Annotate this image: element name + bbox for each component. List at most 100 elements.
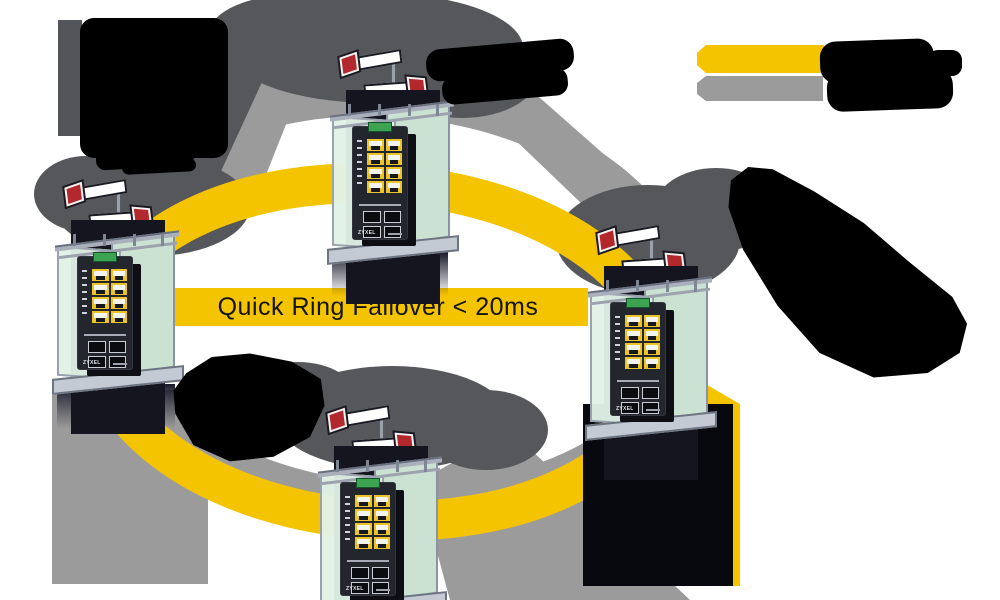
sfp-slot-block	[88, 341, 126, 368]
rail-post	[336, 459, 339, 473]
protective-enclosure: ZYXEL	[585, 266, 717, 480]
rj45-port	[385, 181, 402, 193]
rail-post	[348, 103, 351, 117]
sfp-slot	[621, 387, 639, 399]
rj45-port	[92, 283, 109, 295]
rj45-port	[625, 329, 642, 341]
rj45-port	[625, 357, 642, 369]
rail-post	[408, 103, 411, 117]
sfp-slot	[641, 402, 659, 414]
switch-unit-right: ZYXEL	[585, 222, 717, 480]
camera-lens	[327, 407, 348, 433]
brand-label: ZYXEL	[83, 360, 101, 366]
rj45-port	[625, 343, 642, 355]
rail-post	[366, 459, 369, 473]
rj45-port	[110, 297, 127, 309]
sfp-slot-block	[351, 567, 389, 594]
rj45-port	[355, 537, 372, 549]
rj45-port	[385, 153, 402, 165]
sfp-slot-block	[621, 387, 659, 414]
rj45-port-block	[355, 495, 390, 549]
rj45-port	[373, 523, 390, 535]
led-column	[345, 496, 350, 545]
sfp-slot	[363, 226, 381, 238]
rj45-port	[92, 297, 109, 309]
model-label-smudge	[388, 232, 402, 235]
rj45-port	[373, 495, 390, 507]
sfp-slot	[351, 567, 369, 579]
rj45-port	[355, 509, 372, 521]
industrial-switch: ZYXEL	[352, 122, 408, 240]
sfp-slot-block	[363, 211, 401, 238]
rail-post	[133, 233, 136, 247]
rj45-port	[355, 495, 372, 507]
rail-post	[424, 459, 427, 473]
rj45-port-block	[92, 269, 127, 323]
sfp-slot	[108, 356, 126, 368]
model-label-smudge	[646, 408, 660, 411]
rj45-port	[367, 167, 384, 179]
label-strip	[359, 204, 401, 206]
camera-lens	[597, 227, 618, 253]
terminal-block	[626, 298, 650, 308]
sfp-slot	[641, 387, 659, 399]
terminal-block	[356, 478, 380, 488]
rj45-port	[110, 311, 127, 323]
rail-post	[73, 233, 76, 247]
rail-post	[606, 279, 609, 293]
rail-post	[161, 233, 164, 247]
label-strip	[617, 380, 659, 382]
brand-label: ZYXEL	[346, 586, 364, 592]
camera-pair	[64, 176, 173, 244]
camera-pair	[597, 222, 706, 290]
rj45-port	[367, 181, 384, 193]
sfp-slot	[371, 567, 389, 579]
rj45-port-block	[625, 315, 660, 369]
rj45-port	[643, 343, 660, 355]
sfp-slot	[363, 211, 381, 223]
protective-enclosure: ZYXEL	[327, 90, 459, 304]
label-strip	[84, 334, 126, 336]
sfp-slot	[621, 402, 639, 414]
rj45-port	[367, 153, 384, 165]
protective-enclosure: ZYXEL	[315, 446, 447, 600]
protective-enclosure: ZYXEL	[52, 220, 184, 434]
industrial-switch: ZYXEL	[77, 252, 133, 370]
terminal-block	[93, 252, 117, 262]
rail-post	[636, 279, 639, 293]
rj45-port	[373, 509, 390, 521]
illegible-legend-label-1	[928, 50, 962, 76]
brand-label: ZYXEL	[358, 230, 376, 236]
rj45-port	[385, 139, 402, 151]
dark-link-column	[58, 20, 82, 136]
legend-gray-line	[697, 76, 823, 101]
industrial-switch: ZYXEL	[610, 298, 666, 416]
sfp-slot	[108, 341, 126, 353]
rj45-port	[92, 311, 109, 323]
sfp-slot	[88, 356, 106, 368]
rj45-port	[367, 139, 384, 151]
label-strip	[347, 560, 389, 562]
rj45-port	[110, 283, 127, 295]
rj45-port	[373, 537, 390, 549]
switch-unit-top: ZYXEL	[327, 46, 459, 304]
led-column	[82, 270, 87, 319]
camera-lens	[64, 181, 85, 207]
rj45-port	[625, 315, 642, 327]
sfp-slot	[383, 211, 401, 223]
led-column	[357, 140, 362, 189]
rj45-port-block	[367, 139, 402, 193]
camera-pair	[339, 46, 448, 114]
sfp-slot	[371, 582, 389, 594]
camera-pair	[327, 402, 436, 470]
switch-unit-bottom: ZYXEL	[315, 402, 447, 600]
rj45-port	[643, 329, 660, 341]
brand-label: ZYXEL	[616, 406, 634, 412]
camera-lens	[339, 51, 360, 77]
rj45-port	[355, 523, 372, 535]
rail-post	[396, 459, 399, 473]
model-label-smudge	[113, 362, 127, 365]
rj45-port	[643, 357, 660, 369]
rail-post	[378, 103, 381, 117]
